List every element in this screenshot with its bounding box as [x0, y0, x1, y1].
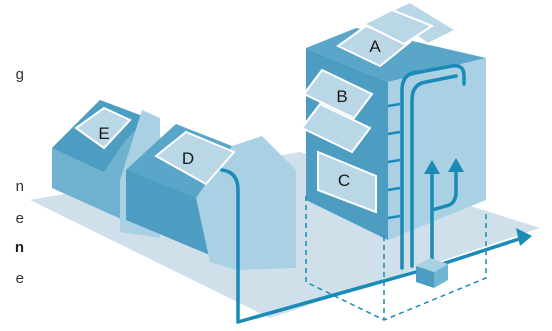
panel-b-lower [300, 102, 372, 154]
arrow-up-icon [448, 158, 464, 172]
panel-a-label: A [369, 37, 381, 56]
pipe-riser [400, 63, 466, 270]
pipe-riser-right [410, 74, 458, 268]
edge-text-2: n [15, 178, 24, 195]
panel-b [302, 68, 374, 120]
house-d: D [126, 124, 296, 270]
heating-pipes [220, 63, 524, 324]
arrow-up-icon [424, 160, 440, 174]
panel-e [74, 106, 132, 150]
arrow-right-icon [516, 228, 532, 246]
panel-d [154, 130, 236, 186]
panel-b-label: B [336, 87, 347, 106]
panel-e-label: E [98, 124, 109, 143]
foundation-outline [305, 196, 487, 321]
panel-c [317, 150, 377, 214]
facade-rungs [387, 102, 401, 220]
edge-text-1: g [15, 66, 24, 83]
panel-a-mid [361, 8, 435, 46]
heat-exchanger-box [416, 258, 448, 288]
pipe-up-output-right [430, 168, 458, 212]
edge-text-4: n [14, 239, 24, 256]
edge-text-3: e [15, 210, 24, 227]
panel-d-label: D [182, 149, 194, 168]
edge-text-5: e [15, 270, 24, 287]
tall-building: A B C [300, 0, 486, 240]
pipe-from-house-d [220, 168, 432, 324]
arrowheads [424, 158, 532, 246]
pipe-main-to-right [428, 236, 524, 270]
panel-c-label: C [338, 171, 350, 190]
